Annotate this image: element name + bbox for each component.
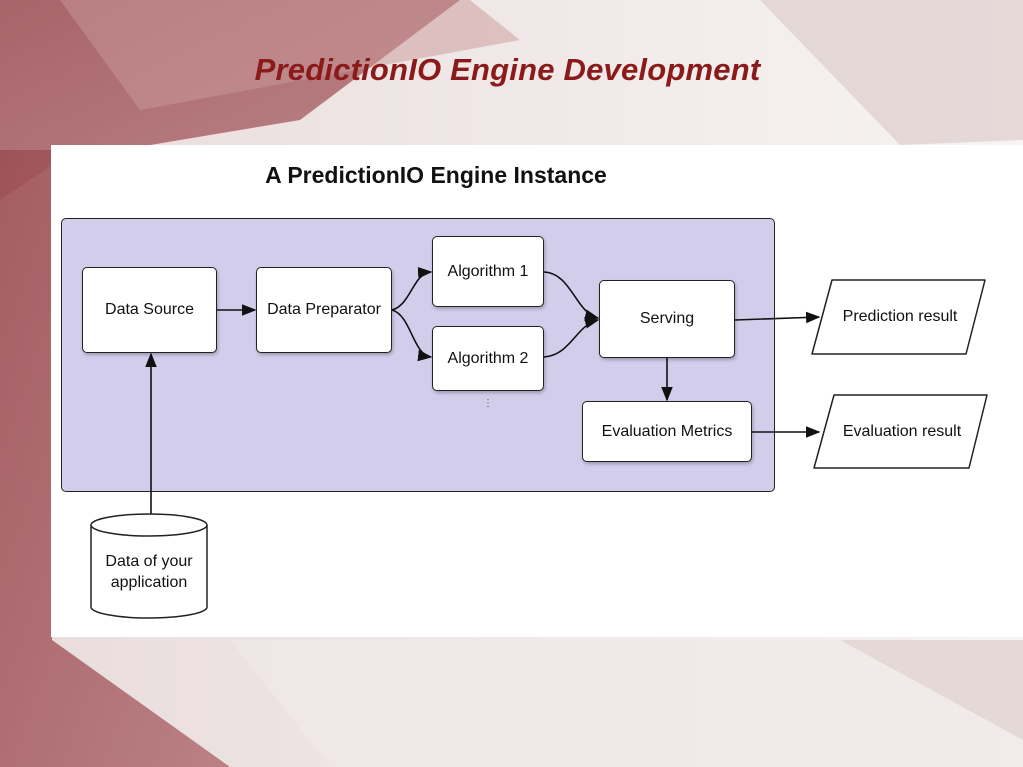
prediction-result-shape: [811, 279, 986, 355]
evaluation-metrics-node: Evaluation Metrics: [582, 401, 752, 462]
evaluation-result-label: Evaluation result: [842, 422, 962, 440]
arrow-algorithm-1-to-serving: [543, 271, 600, 321]
algorithm-2-node: Algorithm 2: [432, 326, 544, 391]
diagram-connectors: [90, 266, 988, 619]
data-preparator-node: Data Preparator: [256, 267, 392, 353]
algorithm-1-node: Algorithm 1: [432, 236, 544, 307]
diagram-title: A PredictionIO Engine Instance: [265, 162, 607, 188]
slide-title: PredictionIO Engine Development: [254, 52, 761, 87]
prediction-result-label: Prediction result: [842, 308, 958, 325]
arrow-algorithm-2-to-serving: [543, 317, 600, 358]
serving-node: Serving: [599, 280, 735, 358]
more-algorithms-ellipsis: ⋮: [483, 398, 493, 409]
arrow-serving-to-prediction-result: [734, 311, 821, 324]
arrow-preparator-to-algorithm-1: [391, 266, 433, 311]
data-source-node: Data Source: [82, 267, 217, 353]
arrow-preparator-to-algorithm-2: [391, 309, 433, 362]
evaluation-result-shape: [813, 394, 988, 469]
app-data-cylinder: [90, 513, 208, 619]
diagram-panel: A PredictionIO Engine Instance Data Sour…: [51, 145, 1023, 637]
app-data-label: Data of your application: [105, 553, 193, 591]
